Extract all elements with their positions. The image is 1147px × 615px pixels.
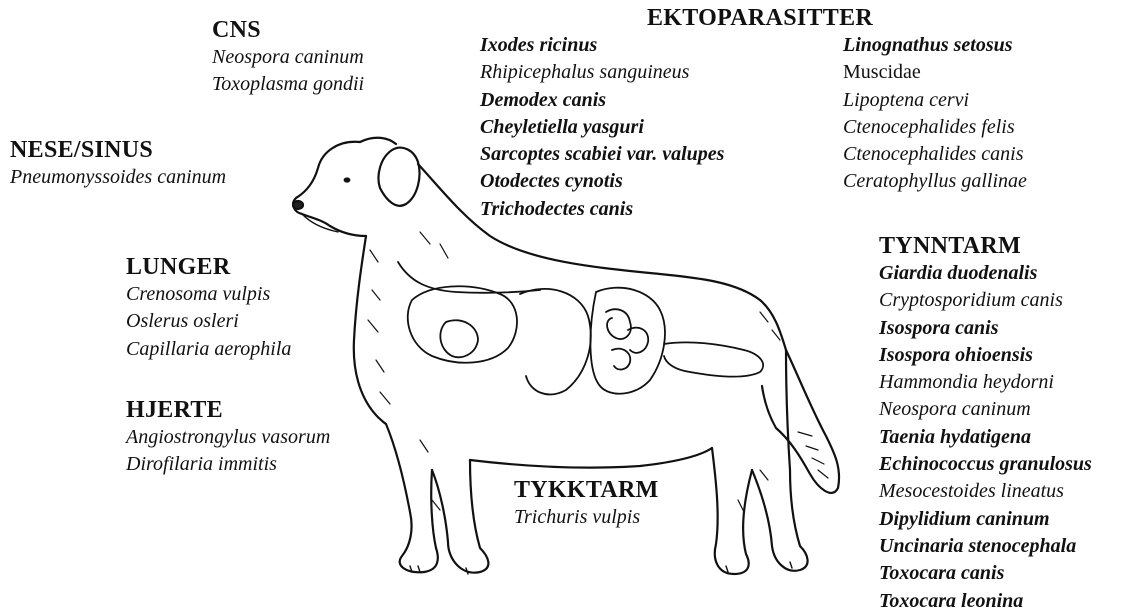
parasite-item: Ixodes ricinus [480,32,724,59]
parasite-item: Neospora caninum [879,396,1092,423]
dog-lungs [408,286,517,362]
group-heading: TYKKTARM [514,476,659,504]
parasite-item: Muscidae [843,59,1027,86]
group-heading: CNS [212,16,364,44]
parasite-item: Crenosoma vulpis [126,281,291,308]
parasite-item: Otodectes cynotis [480,168,724,195]
group-nese-sinus: NESE/SINUS Pneumonyssoides caninum [10,136,226,191]
dog-trachea [398,262,540,293]
dog-hind-leg-back [752,350,808,571]
parasite-item: Dirofilaria immitis [126,451,330,478]
parasite-item: Trichodectes canis [480,196,724,223]
parasite-item: Dipylidium caninum [879,506,1092,533]
parasite-item: Isospora ohioensis [879,342,1092,369]
dog-head-outline [293,142,366,236]
parasite-item: Neospora caninum [212,44,364,71]
parasite-item: Echinococcus granulosus [879,451,1092,478]
dog-tail-fur [798,432,828,478]
parasite-item: Cryptosporidium canis [879,287,1092,314]
dog-stomach [520,289,591,394]
group-heading: NESE/SINUS [10,136,226,164]
parasite-list: Trichuris vulpis [514,504,659,531]
parasite-item: Oslerus osleri [126,308,291,335]
dog-nose-icon [293,201,303,209]
parasite-item: Trichuris vulpis [514,504,659,531]
parasite-item: Ctenocephalides felis [843,114,1027,141]
parasite-item: Giardia duodenalis [879,260,1092,287]
parasite-item: Ceratophyllus gallinae [843,168,1027,195]
parasite-item: Capillaria aerophila [126,336,291,363]
parasite-item: Toxocara leonina [879,588,1092,615]
dog-small-intestine [590,288,665,394]
parasite-item: Rhipicephalus sanguineus [480,59,724,86]
parasite-item: Toxocara canis [879,560,1092,587]
dog-front-leg [386,424,438,572]
parasite-item: Lipoptena cervi [843,87,1027,114]
group-heading: LUNGER [126,253,291,281]
dog-colon [664,342,763,376]
group-tykktarm: TYKKTARM Trichuris vulpis [514,476,659,531]
dog-belly [470,448,712,468]
parasite-item: Mesocestoides lineatus [879,478,1092,505]
parasite-item: Taenia hydatigena [879,424,1092,451]
parasite-item: Ctenocephalides canis [843,141,1027,168]
parasite-item: Uncinaria stenocephala [879,533,1092,560]
group-heading: HJERTE [126,396,330,424]
parasite-item: Toxoplasma gondii [212,71,364,98]
parasite-item: Sarcoptes scabiei var. valupes [480,141,724,168]
dog-hind-leg [712,448,752,574]
dog-throat-chest [354,236,386,424]
dog-skull [360,138,396,144]
parasite-item: Hammondia heydorni [879,369,1092,396]
dog-eye-icon [344,177,351,182]
dog-paws [410,562,792,574]
parasite-item: Linognathus setosus [843,32,1027,59]
parasite-item: Cheyletiella yasguri [480,114,724,141]
group-heading: EKTOPARASITTER [647,4,873,32]
dog-front-leg-back [432,460,488,573]
group-heading: TYNNTARM [879,232,1092,260]
parasite-list: Pneumonyssoides caninum [10,164,226,191]
dog-ear [379,148,420,206]
group-ektoparasitter: EKTOPARASITTER [647,4,873,32]
parasite-item: Pneumonyssoides caninum [10,164,226,191]
dog-tail [762,350,839,493]
parasite-item: Angiostrongylus vasorum [126,424,330,451]
parasite-item: Demodex canis [480,87,724,114]
dog-fur-strokes [368,232,780,512]
parasite-item: Isospora canis [879,315,1092,342]
dog-heart [440,320,478,357]
